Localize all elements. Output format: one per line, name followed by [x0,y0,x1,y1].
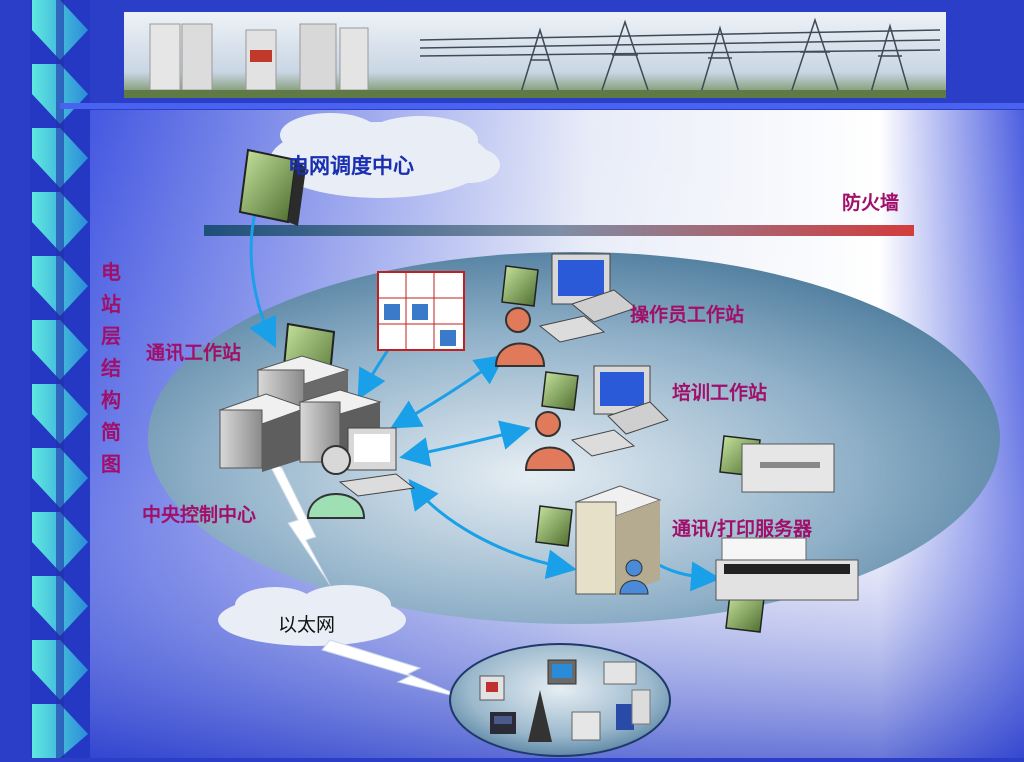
scada-screen-thumbnail [377,271,465,351]
operator-workstation-label: 操作员工作站 [630,304,745,326]
computer-icon [570,365,669,457]
computer-icon [538,253,638,343]
lightning-bolt-upper [264,456,331,586]
binary-document-icon [541,371,579,411]
field-devices [479,659,651,742]
training-workstation-label: 培训工作站 [672,382,768,404]
comm-workstation-label: 通讯工作站 [146,342,242,364]
binary-document-icon [535,505,573,547]
printer-icon [715,537,859,601]
user-icon [306,445,366,519]
dispatch-center-label: 电网调度中心 [288,154,414,178]
user-icon [494,307,546,367]
ethernet-cloud [218,585,406,646]
binary-document-icon [501,265,539,307]
lightning-bolt-lower [321,639,471,701]
dispatch-center-cloud [270,113,500,198]
vertical-title: 电站层结构简图 [101,260,121,476]
ethernet-label: 以太网 [278,614,336,636]
user-icon [524,411,576,471]
firewall-label: 防火墙 [842,192,900,214]
storage-drive-icon [741,443,835,493]
server-icon [218,355,382,472]
binary-document-icon [238,148,306,226]
left-decorative-stripe [30,0,90,758]
central-control-label: 中央控制中心 [142,504,257,526]
computer-icon [338,427,416,497]
firewall-bar [204,225,914,236]
server-icon [574,485,662,596]
header-divider [60,103,1024,109]
substation-photo-banner [124,12,946,98]
user-icon [619,559,649,595]
comm-print-server-label: 通讯/打印服务器 [672,518,812,540]
